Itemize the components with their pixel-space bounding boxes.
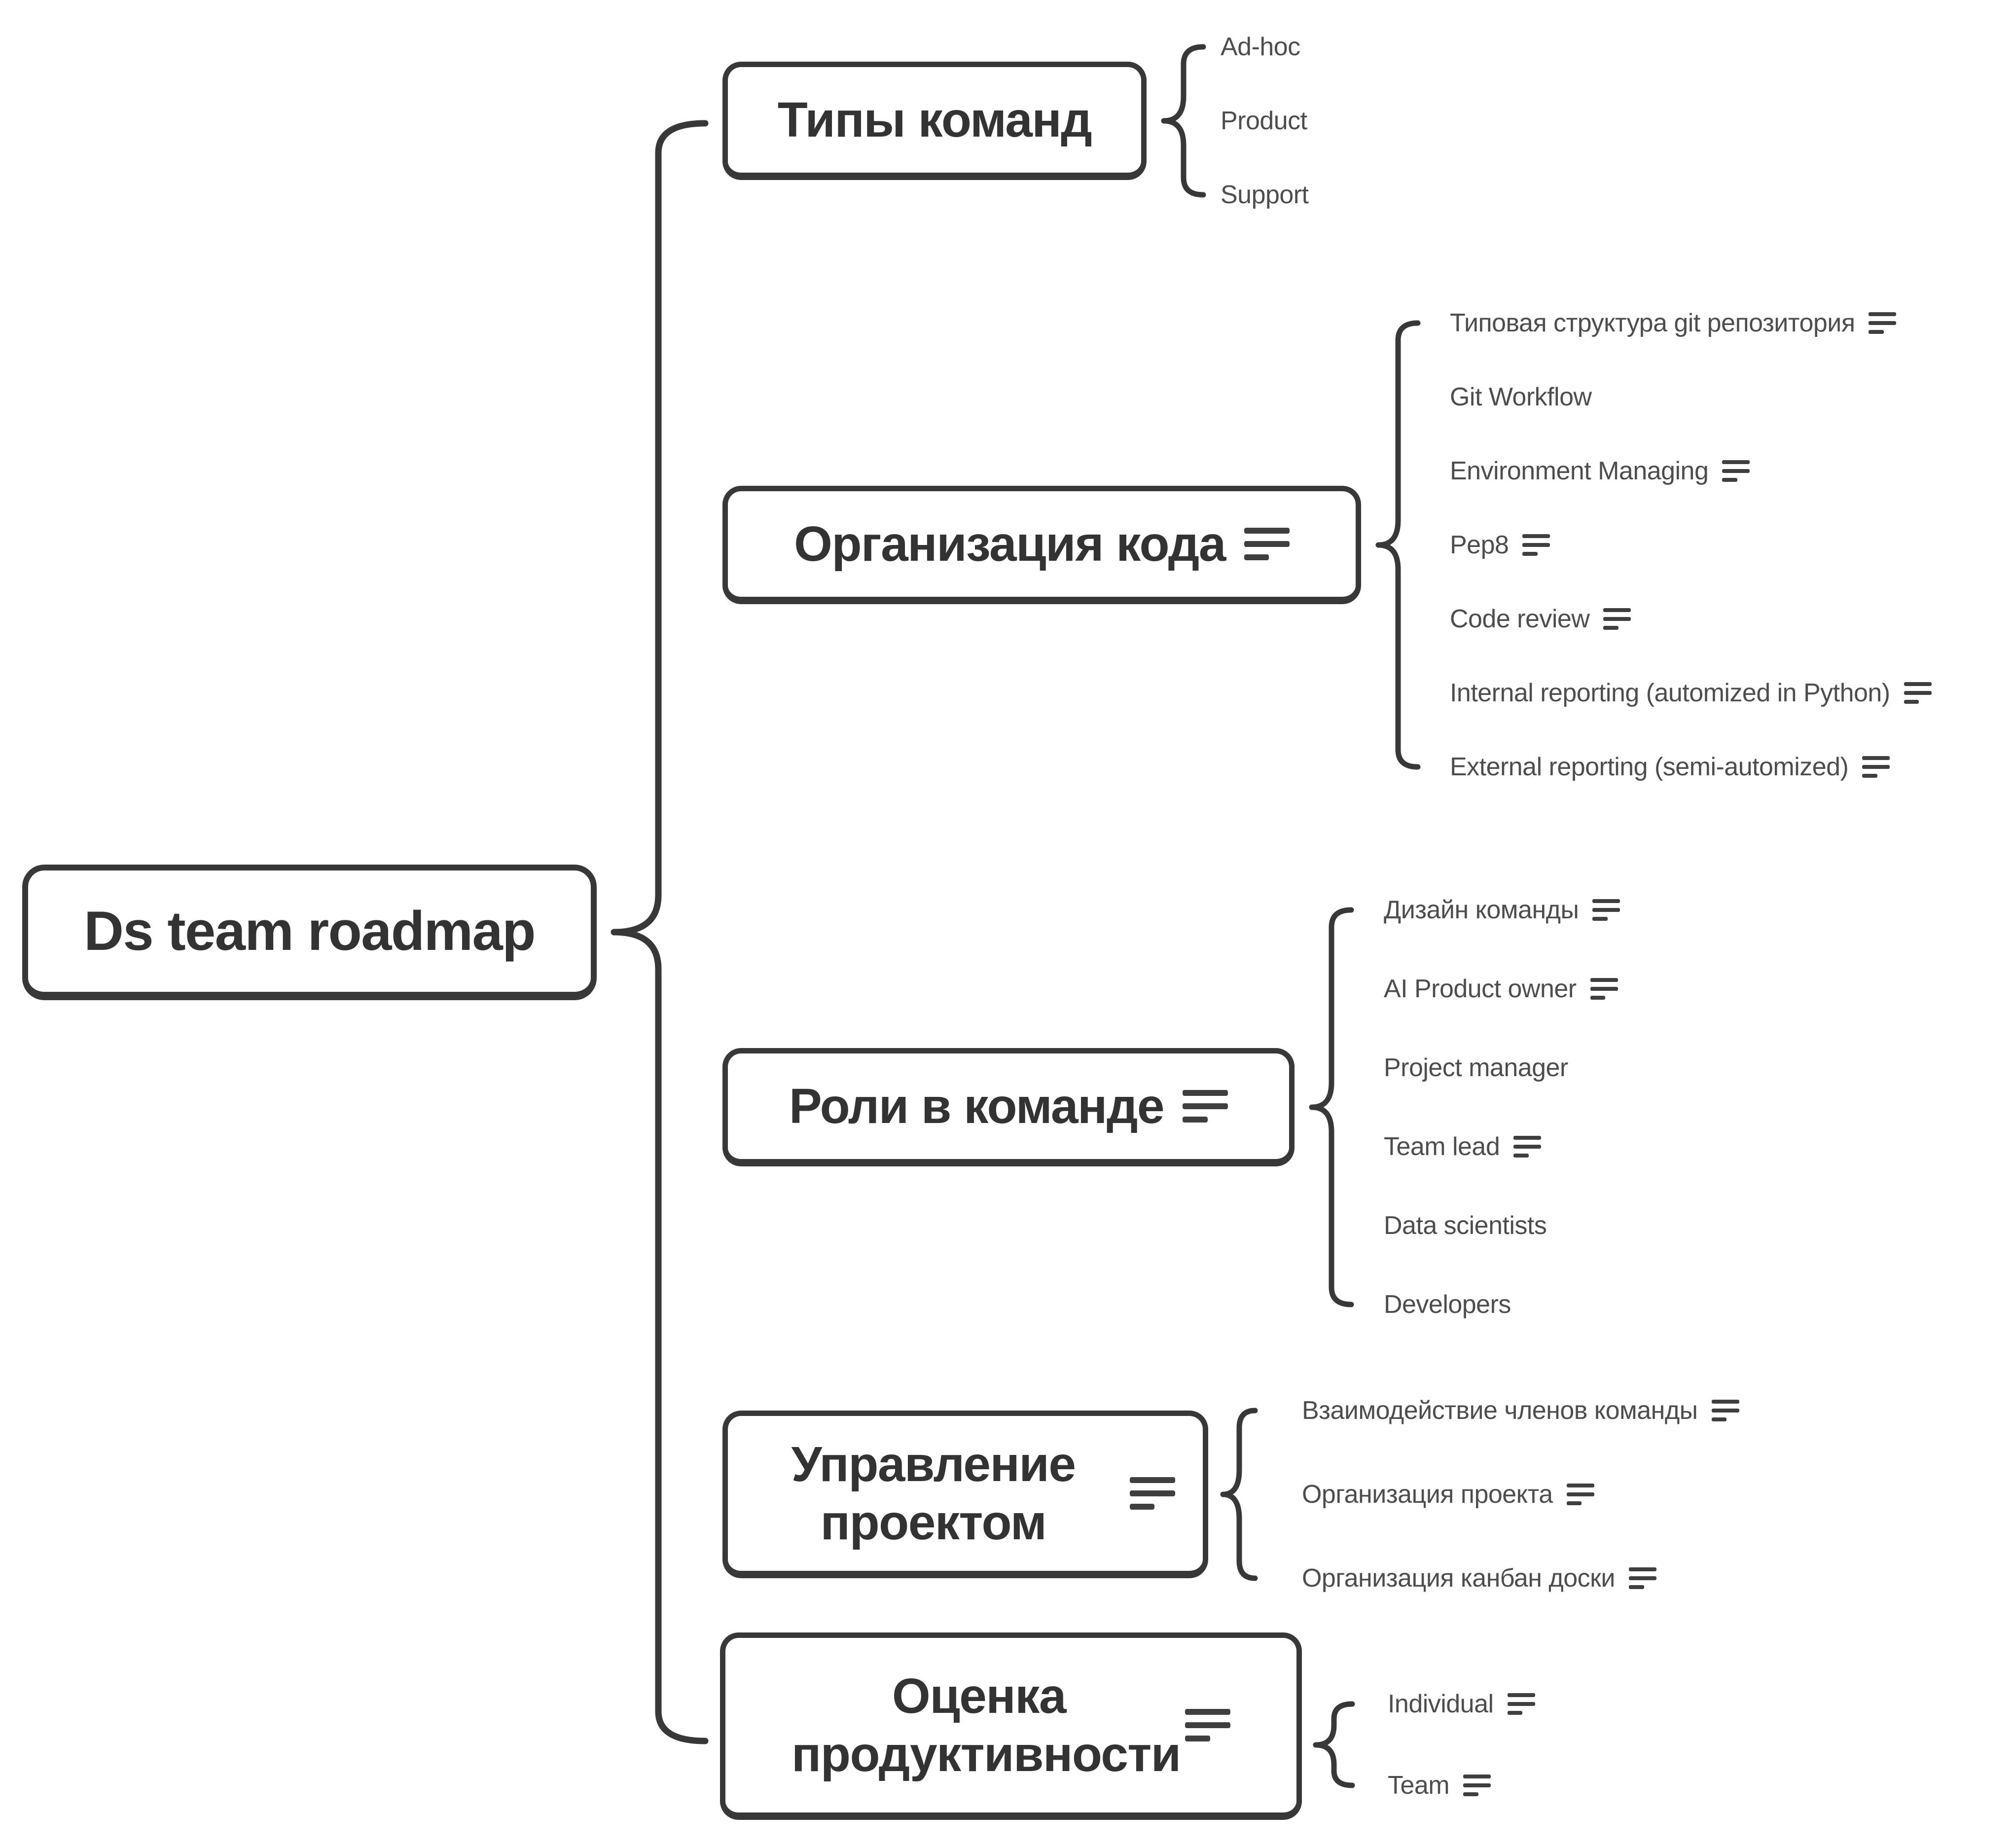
child-team-design[interactable]: Дизайн команды	[1384, 895, 1620, 925]
notes-icon[interactable]	[1183, 1090, 1228, 1123]
brace-code-organization	[1375, 320, 1421, 770]
child-data-scientists[interactable]: Data scientists	[1384, 1211, 1547, 1240]
brace-team-roles	[1309, 907, 1354, 1307]
child-label: Взаимодействие членов команды	[1302, 1396, 1698, 1425]
notes-icon[interactable]	[1628, 1567, 1656, 1589]
child-git-repo-structure[interactable]: Типовая структура git репозитория	[1450, 308, 1897, 338]
child-label: Team lead	[1384, 1132, 1500, 1161]
root-topic-label: Ds team roadmap	[84, 900, 536, 962]
branch-team-types-label: Типы команд	[777, 92, 1092, 147]
child-internal-reporting[interactable]: Internal reporting (automized in Python)	[1450, 678, 1932, 708]
child-label: External reporting (semi-automized)	[1450, 753, 1849, 781]
notes-icon[interactable]	[1522, 534, 1550, 556]
notes-icon[interactable]	[1566, 1484, 1594, 1505]
branch-productivity-evaluation[interactable]: Оценка продуктивности	[720, 1632, 1302, 1820]
notes-icon[interactable]	[1244, 528, 1290, 560]
notes-icon[interactable]	[1722, 460, 1750, 482]
child-label: Project manager	[1384, 1053, 1568, 1082]
branch-productivity-evaluation-label: Оценка продуктивности	[791, 1668, 1181, 1782]
child-individual[interactable]: Individual	[1388, 1689, 1535, 1719]
branch-team-roles-label: Роли в команде	[789, 1079, 1165, 1134]
child-ad-hoc[interactable]: Ad-hoc	[1221, 32, 1300, 62]
root-topic[interactable]: Ds team roadmap	[22, 865, 597, 1000]
child-label: Developers	[1384, 1290, 1511, 1319]
child-product[interactable]: Product	[1221, 106, 1307, 136]
child-project-organization[interactable]: Организация проекта	[1302, 1480, 1594, 1509]
child-label: Team	[1388, 1771, 1450, 1800]
notes-icon[interactable]	[1711, 1400, 1739, 1421]
child-kanban-board-organization[interactable]: Организация канбан доски	[1302, 1563, 1656, 1593]
child-label: Организация канбан доски	[1302, 1564, 1615, 1593]
notes-icon[interactable]	[1603, 608, 1631, 630]
child-code-review[interactable]: Code review	[1450, 604, 1631, 634]
brace-project-management	[1220, 1408, 1258, 1581]
child-label: Product	[1221, 107, 1307, 135]
child-label: Дизайн команды	[1384, 896, 1579, 924]
branch-project-management-label: Управление проектом	[791, 1437, 1076, 1550]
branch-code-organization[interactable]: Организация кода	[722, 486, 1361, 604]
child-git-workflow[interactable]: Git Workflow	[1450, 382, 1592, 412]
child-environment-managing[interactable]: Environment Managing	[1450, 456, 1750, 486]
notes-icon[interactable]	[1129, 1477, 1175, 1510]
child-team-interaction[interactable]: Взаимодействие членов команды	[1302, 1396, 1739, 1425]
notes-icon[interactable]	[1513, 1136, 1542, 1158]
branch-team-roles[interactable]: Роли в команде	[722, 1048, 1295, 1166]
root-brace	[611, 120, 709, 1744]
notes-icon[interactable]	[1869, 312, 1897, 334]
child-label: Internal reporting (automized in Python)	[1450, 679, 1890, 707]
notes-icon[interactable]	[1904, 682, 1932, 704]
child-label: Support	[1221, 181, 1309, 209]
branch-team-types[interactable]: Типы команд	[722, 62, 1147, 180]
brace-productivity	[1313, 1701, 1355, 1788]
child-ai-product-owner[interactable]: AI Product owner	[1384, 974, 1618, 1004]
child-label: Environment Managing	[1450, 457, 1709, 485]
notes-icon[interactable]	[1507, 1693, 1535, 1715]
notes-icon[interactable]	[1862, 756, 1890, 778]
brace-team-types	[1161, 44, 1206, 198]
notes-icon[interactable]	[1590, 978, 1618, 1000]
notes-icon[interactable]	[1185, 1709, 1230, 1741]
child-label: Data scientists	[1384, 1211, 1547, 1240]
child-label: Ad-hoc	[1221, 33, 1300, 61]
child-label: Организация проекта	[1302, 1480, 1553, 1509]
child-pep8[interactable]: Pep8	[1450, 530, 1550, 560]
notes-icon[interactable]	[1463, 1775, 1491, 1796]
child-label: Individual	[1388, 1690, 1494, 1718]
branch-project-management[interactable]: Управление проектом	[722, 1411, 1208, 1578]
branch-code-organization-label: Организация кода	[794, 516, 1226, 572]
child-label: AI Product owner	[1384, 975, 1577, 1003]
child-support[interactable]: Support	[1221, 180, 1309, 210]
child-label: Типовая структура git репозитория	[1450, 309, 1855, 337]
child-project-manager[interactable]: Project manager	[1384, 1053, 1568, 1083]
child-label: Code review	[1450, 605, 1590, 633]
child-team-lead[interactable]: Team lead	[1384, 1132, 1542, 1161]
child-developers[interactable]: Developers	[1384, 1290, 1511, 1319]
child-team[interactable]: Team	[1388, 1771, 1491, 1800]
child-external-reporting[interactable]: External reporting (semi-automized)	[1450, 752, 1890, 782]
notes-icon[interactable]	[1592, 899, 1620, 921]
child-label: Git Workflow	[1450, 383, 1592, 411]
child-label: Pep8	[1450, 531, 1509, 559]
